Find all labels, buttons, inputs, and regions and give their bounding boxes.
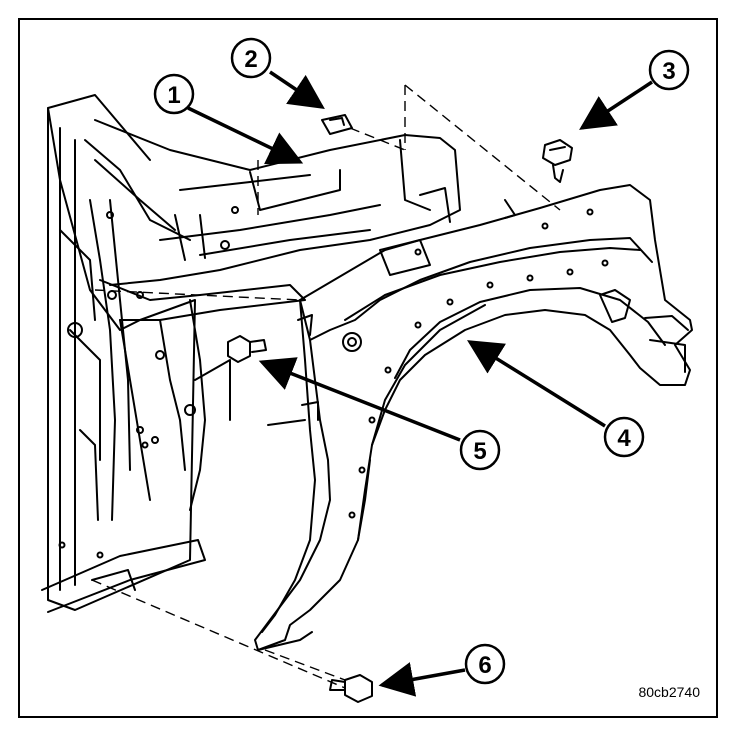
callout-4-label: 4 <box>617 425 631 452</box>
callout-4: 4 <box>603 416 645 458</box>
callout-3-label: 3 <box>662 58 675 85</box>
callout-2: 2 <box>230 37 272 79</box>
rear-bolt-part <box>227 335 267 363</box>
callout-5: 5 <box>459 429 501 471</box>
leader-6 <box>378 662 466 697</box>
rail-bracket <box>379 199 516 276</box>
callout-6-label: 6 <box>478 652 491 679</box>
upper-bolt-part <box>542 139 573 183</box>
diagram-frame <box>18 18 718 718</box>
figure-reference-code: 80cb2740 <box>638 684 700 700</box>
callout-3: 3 <box>648 49 690 91</box>
clip-nut-part <box>321 114 353 135</box>
assembly-lines <box>91 84 561 689</box>
callout-1: 1 <box>153 73 195 115</box>
callout-6: 6 <box>464 643 506 685</box>
body-structure <box>41 94 461 613</box>
fender-part <box>254 184 693 651</box>
leader-1 <box>187 106 304 165</box>
lower-bolt-part <box>329 674 373 703</box>
leader-3 <box>579 80 653 130</box>
leader-arrows <box>187 70 653 697</box>
callout-1-label: 1 <box>167 82 180 109</box>
callout-5-label: 5 <box>473 438 486 465</box>
leader-2 <box>269 70 325 109</box>
leader-4 <box>467 340 606 428</box>
callout-2-label: 2 <box>244 46 257 73</box>
leader-5 <box>258 357 461 442</box>
